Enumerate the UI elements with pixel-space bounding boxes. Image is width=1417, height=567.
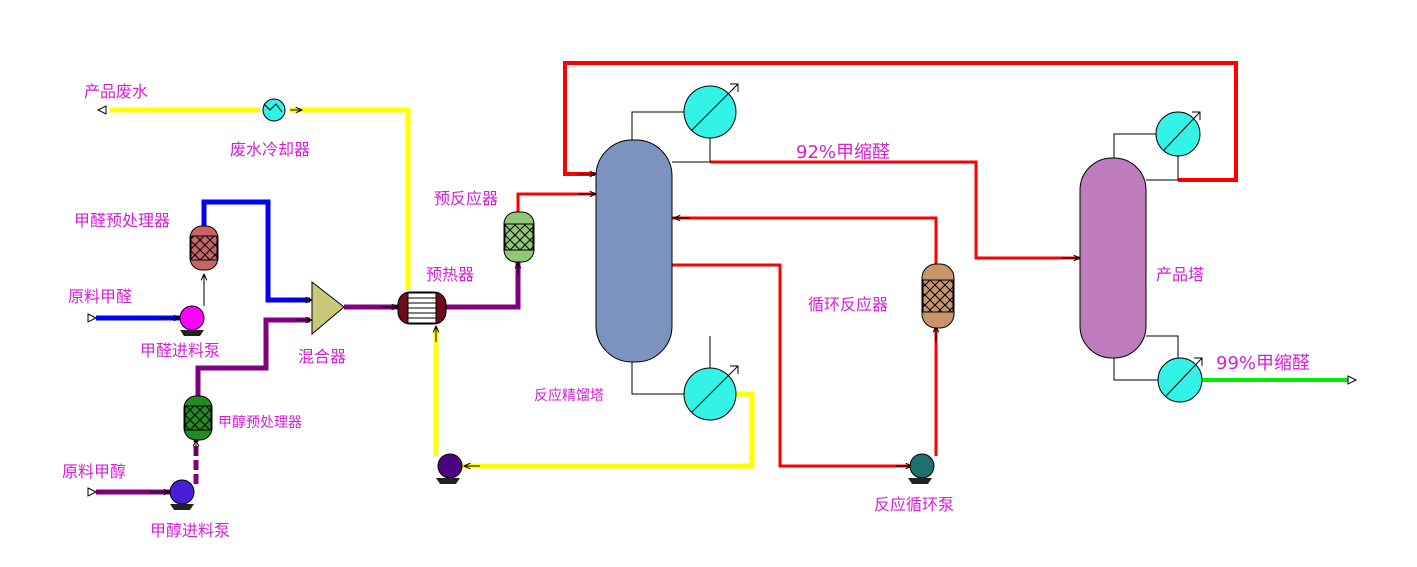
label-mixer: 混合器 (298, 347, 346, 366)
product-column-condenser-icon[interactable] (1155, 111, 1201, 157)
prereactor-icon[interactable] (503, 211, 535, 263)
label-raw-formaldehyde: 原料甲醛 (68, 287, 132, 306)
label-product-wastewater: 产品废水 (84, 82, 148, 101)
product-column-reboiler-icon[interactable] (1157, 357, 1203, 403)
label-reactive-distillation-column: 反应精馏塔 (534, 387, 604, 404)
mixer-icon[interactable] (311, 280, 345, 336)
methanol-pump-icon[interactable] (169, 479, 195, 510)
stream-recycle-reactor-out (672, 216, 938, 266)
label-recycle-reactor: 循环反应器 (808, 295, 888, 314)
stream-bottoms (462, 391, 755, 469)
reactive-distillation-column-icon[interactable] (595, 139, 673, 363)
column-reboiler-icon[interactable] (683, 365, 739, 421)
column-condenser-icon[interactable] (683, 83, 739, 139)
outlet-arrow-product (1347, 375, 1358, 385)
stream-distillate-92 (710, 160, 1080, 260)
label-product-99: 99%甲缩醛 (1216, 353, 1310, 374)
formaldehyde-pump-icon[interactable] (179, 305, 205, 336)
recycle-reactor-icon[interactable] (921, 263, 955, 329)
bottoms-pump-icon[interactable] (436, 453, 463, 484)
wastewater-cooler-icon[interactable] (262, 98, 286, 122)
stream-product-column-recycle (563, 61, 1238, 182)
label-formaldehyde-feed-pump: 甲醛进料泵 (140, 341, 220, 360)
stream-side-draw (672, 263, 912, 468)
formaldehyde-pretreater-icon[interactable] (189, 225, 219, 271)
methanol-pretreater-icon[interactable] (183, 395, 213, 441)
stream-wastewater-out (290, 107, 411, 290)
preheater-icon[interactable] (397, 291, 447, 325)
stream-formaldehyde-pretreated (201, 199, 310, 303)
label-reaction-recycle-pump: 反应循环泵 (874, 495, 954, 514)
product-column-icon[interactable] (1079, 157, 1147, 359)
label-raw-methanol: 原料甲醇 (62, 462, 126, 481)
label-product-column: 产品塔 (1156, 265, 1204, 284)
label-product-92: 92%甲缩醛 (796, 142, 890, 163)
label-prereactor: 预反应器 (434, 189, 498, 208)
label-formaldehyde-pretreater: 甲醛预处理器 (74, 211, 170, 230)
stream-prereactor-out (516, 192, 595, 212)
label-methanol-pretreater: 甲醇预处理器 (218, 414, 302, 431)
stream-methanol-pretreated (195, 317, 310, 398)
inlet-arrow-methanol (87, 487, 98, 497)
outlet-arrow-wastewater (96, 105, 107, 115)
label-wastewater-cooler: 废水冷却器 (230, 140, 310, 159)
label-methanol-feed-pump: 甲醇进料泵 (150, 521, 230, 540)
stream-preheater-out (446, 262, 521, 310)
label-preheater: 预热器 (426, 265, 474, 284)
inlet-arrow-formaldehyde (87, 313, 98, 323)
recycle-pump-icon[interactable] (908, 453, 935, 484)
